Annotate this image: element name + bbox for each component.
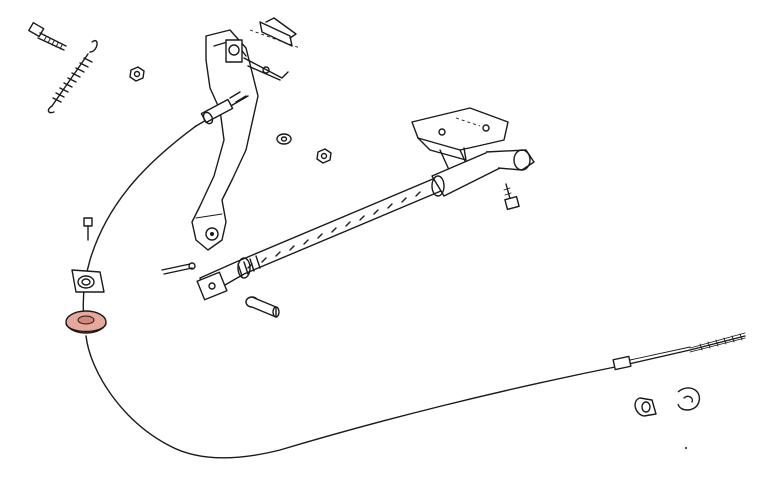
- retainer-clip-right-icon: [677, 387, 701, 411]
- mounting-plate-icon: [411, 107, 509, 173]
- clevis-pin-icon: [245, 296, 280, 318]
- cable-end-fitting-icon: [195, 91, 249, 127]
- washer-center-icon: [276, 133, 292, 145]
- speck-mark: [685, 447, 687, 449]
- hex-nut-center-icon: [316, 148, 332, 164]
- pedal-bracket-icon: [191, 29, 289, 251]
- clevis-clip-icon: [249, 17, 301, 49]
- bolt-top-left-icon: [28, 21, 67, 51]
- brake-cable-icon: [82, 125, 746, 459]
- return-spring-icon: [47, 40, 98, 114]
- cable-grommet-highlighted-icon: [65, 310, 107, 334]
- screw-bracket-icon: [503, 183, 520, 211]
- adjuster-rod-icon: [196, 149, 535, 301]
- cotter-pin-icon: [161, 262, 196, 275]
- small-bolt-left-icon: [83, 217, 93, 241]
- cable-guide-icon: [71, 269, 105, 293]
- retainer-clip-left-icon: [634, 397, 657, 417]
- hex-nut-top-icon: [129, 66, 145, 82]
